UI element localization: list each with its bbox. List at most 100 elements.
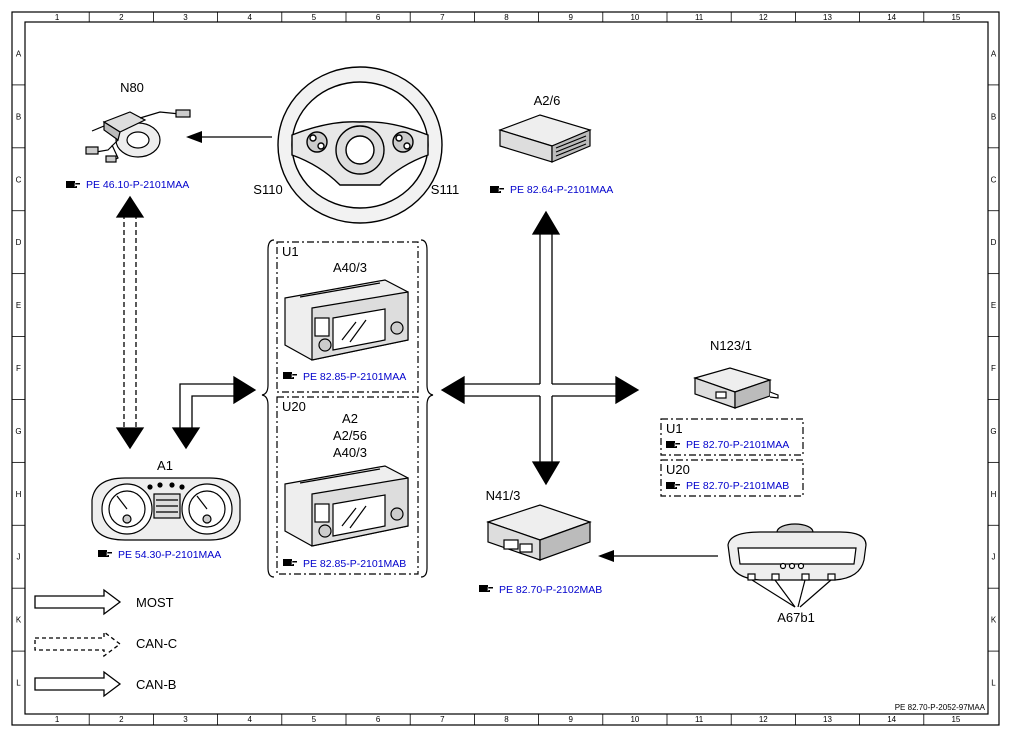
grid-row-left-label: C [16,175,22,184]
grid-row-right-label: K [991,616,997,625]
grid-row-right-label: H [991,490,997,499]
u20-a256-label: A2/56 [333,428,367,443]
grid-row-right-label: D [991,238,997,247]
grid-row-left-label: A [16,49,22,58]
a26-ref-link[interactable]: PE 82.64-P-2101MAA [510,184,613,196]
grid-row-left-label: K [16,616,22,625]
instrument-cluster-icon [91,477,241,541]
signal-arrow-a67b1-to-n413 [598,550,718,562]
grid-column-bottom-label: 4 [247,715,252,724]
s110-label: S110 [253,182,282,197]
a1-component: A1 PE 54.30-P-2101MAA [91,458,241,561]
grid-column-bottom-label: 12 [759,715,768,724]
drawing-frame [11,11,1000,726]
can-b-arrow-a1-u1 [171,375,257,450]
head-unit-icon [284,279,409,361]
grid-column-bottom-label: 1 [55,715,60,724]
a1-ref-link[interactable]: PE 54.30-P-2101MAA [118,549,221,561]
grid-row-right-label: G [990,427,996,436]
u20-group-label: U20 [282,399,306,414]
grid-row-right-label: E [991,301,996,310]
legend-can-b: CAN-B [34,670,176,698]
u1-group-label: U1 [282,244,299,259]
can-c-arrow-n80-a1 [115,195,145,450]
cd-changer-icon [498,114,592,163]
n123-label: N123/1 [710,338,752,353]
rearview-mirror-icon [727,523,867,608]
grid-column-top-label: 3 [183,13,188,22]
grid-column-bottom-label: 11 [695,715,704,724]
grid-row-right-label: J [992,553,996,562]
n413-label: N41/3 [486,488,521,503]
u20-a403-label: A40/3 [333,445,367,460]
grid-column-top-label: 6 [376,13,381,22]
grid-column-bottom-label: 10 [630,715,639,724]
grid-column-bottom-label: 6 [376,715,381,724]
grid-row-left-label: L [16,679,21,688]
legend-can-b-label: CAN-B [136,677,176,692]
a67b1-component: A67b1 [727,523,867,625]
n123-u20-group-label: U20 [666,462,690,477]
grid-row-right-label: A [991,49,997,58]
n123-u1-ref-link[interactable]: PE 82.70-P-2101MAA [686,439,789,451]
grid-column-bottom-label: 7 [440,715,445,724]
grid-column-top-label: 8 [504,13,509,22]
u20-a2-label: A2 [342,411,358,426]
a1-label: A1 [157,458,173,473]
legend-most: MOST [34,588,174,616]
n413-component: N41/3 PE 82.70-P-2102MAB [478,488,602,596]
grid-row-left-label: H [16,490,22,499]
legend-can-c: CAN-C [34,630,177,658]
grid-column-top-label: 2 [119,13,124,22]
grid-column-top-label: 1 [55,13,60,22]
grid-row-right-label: B [991,112,996,121]
grid-row-left-label: E [16,301,21,310]
grid-row-right-label: L [991,679,996,688]
grid-column-top-label: 12 [759,13,768,22]
head-unit-group: U1 A40/3 PE 82.85-P-2101MAA U20 A2 A2/56… [261,239,434,578]
grid-column-bottom-label: 2 [119,715,124,724]
n80-component: N80 PE 46.10-P-2101MAA [65,80,191,191]
u1-ref-link[interactable]: PE 82.85-P-2101MAA [303,371,406,383]
legend: MOST CAN-C CAN-B [34,588,177,698]
grid-column-top-label: 5 [312,13,317,22]
n123-u1-group-label: U1 [666,421,683,436]
legend-can-c-label: CAN-C [136,636,177,651]
grid-column-bottom-label: 14 [887,715,896,724]
u20-ref-link[interactable]: PE 82.85-P-2101MAB [303,558,406,570]
n123-component: N123/1 U1 PE 82.70-P-2101MAA U20 PE 82.7… [660,338,804,497]
n413-ref-link[interactable]: PE 82.70-P-2102MAB [499,584,602,596]
steering-wheel-icon [277,66,443,224]
control-unit-icon [486,504,592,561]
telematics-module-icon [693,367,779,409]
grid-row-left-label: D [16,238,22,247]
grid-column-top-label: 10 [630,13,639,22]
u1-a403-label: A40/3 [333,260,367,275]
grid-column-bottom-label: 9 [568,715,573,724]
grid-row-right-label: C [991,175,997,184]
grid-column-bottom-label: 3 [183,715,188,724]
grid-column-top-label: 4 [247,13,252,22]
grid-column-top-label: 14 [887,13,896,22]
document-id: PE 82.70-P-2052-97MAA [895,703,986,712]
most-bus-cross [440,210,640,486]
n123-u20-ref-link[interactable]: PE 82.70-P-2101MAB [686,480,789,492]
head-unit-icon [284,465,409,547]
grid-column-top-label: 15 [951,13,960,22]
grid-column-bottom-label: 8 [504,715,509,724]
a26-label: A2/6 [534,93,561,108]
n80-label: N80 [120,80,144,95]
legend-most-label: MOST [136,595,174,610]
grid-row-left-label: B [16,112,21,121]
grid-column-bottom-label: 13 [823,715,832,724]
grid-rows-right: A B C D E F G H J K L [988,49,999,688]
grid-row-left-label: J [17,553,21,562]
steering-column-module-icon [85,109,191,163]
grid-row-left-label: F [16,364,21,373]
n80-ref-link[interactable]: PE 46.10-P-2101MAA [86,179,189,191]
grid-row-right-label: F [991,364,996,373]
